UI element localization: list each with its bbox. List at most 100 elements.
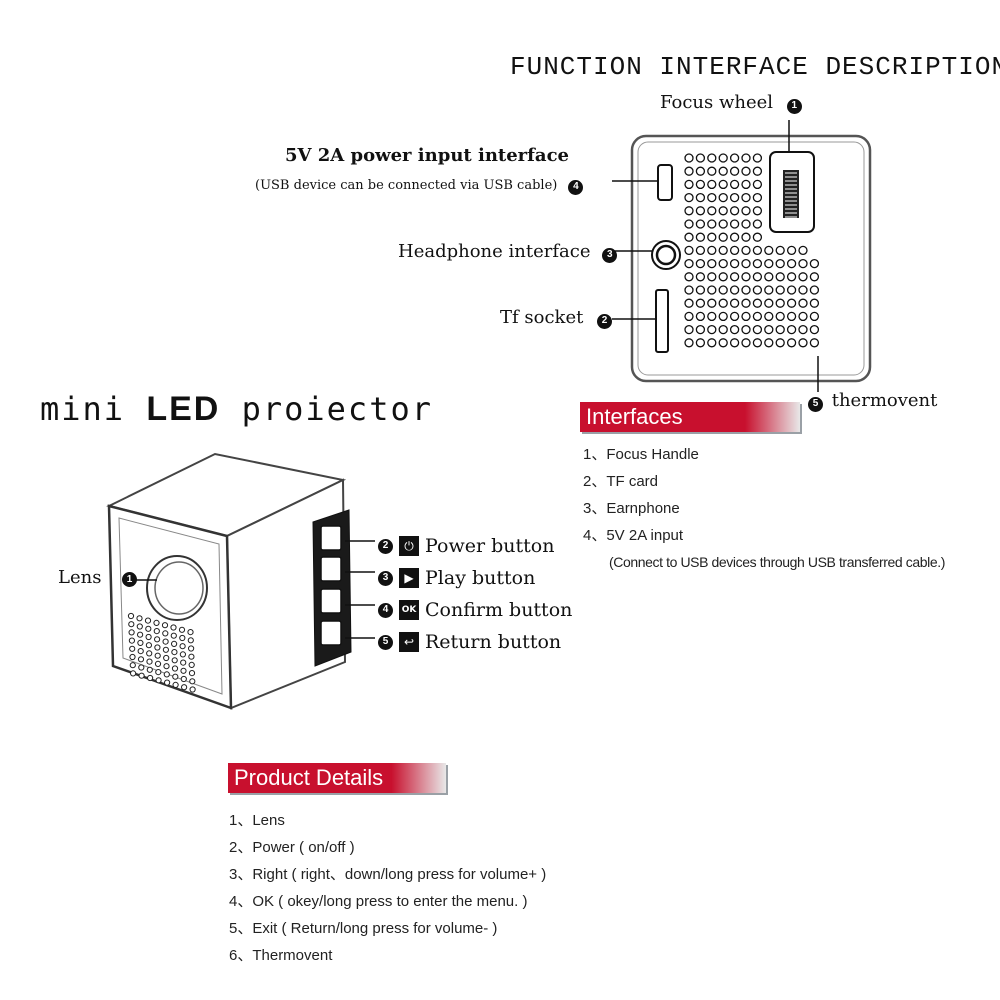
vent-hole	[695, 192, 706, 203]
vent-hole	[684, 272, 694, 282]
vent-hole	[764, 285, 774, 295]
front-view-diagram	[106, 452, 375, 710]
vent-hole	[775, 272, 785, 282]
vent-hole	[809, 258, 820, 269]
tf-slot	[655, 289, 669, 353]
vent-hole	[729, 338, 740, 348]
vent-hole	[684, 258, 694, 269]
vent-hole	[775, 298, 785, 308]
power-icon: ⏻	[399, 536, 419, 556]
vent-hole	[695, 245, 706, 256]
vent-hole	[171, 640, 178, 647]
vent-hole	[729, 219, 740, 229]
vent-hole	[684, 285, 694, 295]
vent-hole	[786, 338, 797, 348]
list-item: 2、Power ( on/off )	[229, 839, 355, 856]
vent-hole	[718, 298, 728, 308]
vent-hole	[752, 219, 763, 229]
vent-hole	[707, 272, 717, 282]
vent-hole	[180, 675, 187, 683]
list-item: 5、Exit ( Return/long press for volume- )	[229, 920, 498, 937]
lens-callout: Lens	[58, 567, 102, 588]
vent-hole	[695, 258, 706, 269]
vent-hole	[162, 646, 170, 653]
vent-hole	[684, 153, 694, 163]
focus-wheel-ridges	[783, 170, 799, 218]
vent-hole	[178, 626, 186, 633]
vent-hole	[707, 311, 717, 322]
interfaces-list: 1、Focus Handle 2、TF card 3、Earnphone 4、5…	[583, 441, 945, 576]
vent-hole	[153, 628, 160, 635]
vent-hole	[752, 206, 763, 216]
vent-hole	[136, 623, 143, 630]
vent-hole	[154, 660, 162, 667]
vent-hole	[684, 206, 694, 216]
vent-hole	[707, 232, 717, 242]
confirm-button-callout: 4 OK Confirm button	[378, 594, 572, 626]
vent-hole	[729, 192, 740, 203]
vent-hole	[129, 645, 136, 652]
vent-hole	[684, 192, 694, 203]
vent-hole	[741, 285, 751, 295]
vent-hole	[786, 285, 797, 295]
vent-hole	[188, 645, 195, 652]
side-button	[320, 556, 342, 582]
vent-hole	[684, 338, 694, 348]
vent-hole	[741, 166, 751, 176]
vent-hole	[137, 656, 145, 663]
list-item: 1、Focus Handle	[583, 446, 699, 463]
vent-hole	[729, 179, 740, 190]
thermovent-callout: 5 thermovent	[808, 390, 937, 412]
callout-number: 2	[378, 538, 393, 554]
vent-hole	[144, 617, 152, 624]
vent-hole	[798, 258, 808, 269]
interfaces-banner: Interfaces	[580, 402, 800, 432]
vent-hole	[171, 657, 178, 664]
vent-hole	[138, 664, 145, 671]
vent-hole	[695, 219, 706, 229]
interfaces-note: (Connect to USB devices through USB tran…	[609, 554, 945, 570]
return-icon: ↩	[399, 632, 419, 652]
vent-hole	[684, 166, 694, 176]
vent-hole	[695, 153, 706, 163]
vent-hole	[741, 298, 751, 308]
vent-hole	[130, 670, 137, 677]
vent-hole	[136, 615, 143, 622]
vent-hole	[684, 179, 694, 190]
vent-hole	[172, 673, 179, 680]
vent-hole	[718, 179, 728, 190]
tf-socket-callout: Tf socket 2	[500, 307, 613, 329]
vent-hole	[798, 311, 808, 322]
vent-hole	[146, 658, 153, 665]
product-details-banner: Product Details	[228, 763, 446, 793]
vent-hole	[718, 153, 728, 163]
vent-hole	[752, 324, 763, 335]
vent-hole	[752, 258, 763, 269]
vent-hole	[786, 324, 797, 335]
vent-hole	[741, 153, 751, 163]
vent-hole	[741, 272, 751, 282]
vent-hole	[798, 324, 808, 335]
vent-hole	[741, 245, 751, 256]
vent-hole	[729, 232, 740, 242]
vent-hole	[786, 311, 797, 322]
vent-hole	[707, 153, 717, 163]
vent-hole	[684, 219, 694, 229]
power-button-callout: 2 ⏻ Power button	[378, 530, 572, 562]
vent-hole	[145, 633, 152, 641]
vent-hole	[180, 667, 187, 674]
vent-hole	[798, 285, 808, 295]
vent-hole	[729, 166, 740, 176]
vent-hole	[718, 245, 728, 256]
product-details-list: 1、Lens 2、Power ( on/off ) 3、Right ( righ…	[229, 807, 546, 969]
vent-hole	[161, 622, 169, 629]
callout-number: 5	[808, 396, 823, 412]
vent-hole	[707, 285, 717, 295]
vent-hole	[718, 311, 728, 322]
vent-hole	[707, 338, 717, 348]
vent-hole	[741, 192, 751, 203]
page-title: FUNCTION INTERFACE DESCRIPTION	[510, 52, 1000, 82]
vent-hole	[809, 311, 820, 322]
vent-hole	[809, 324, 820, 335]
vent-hole	[752, 298, 763, 308]
